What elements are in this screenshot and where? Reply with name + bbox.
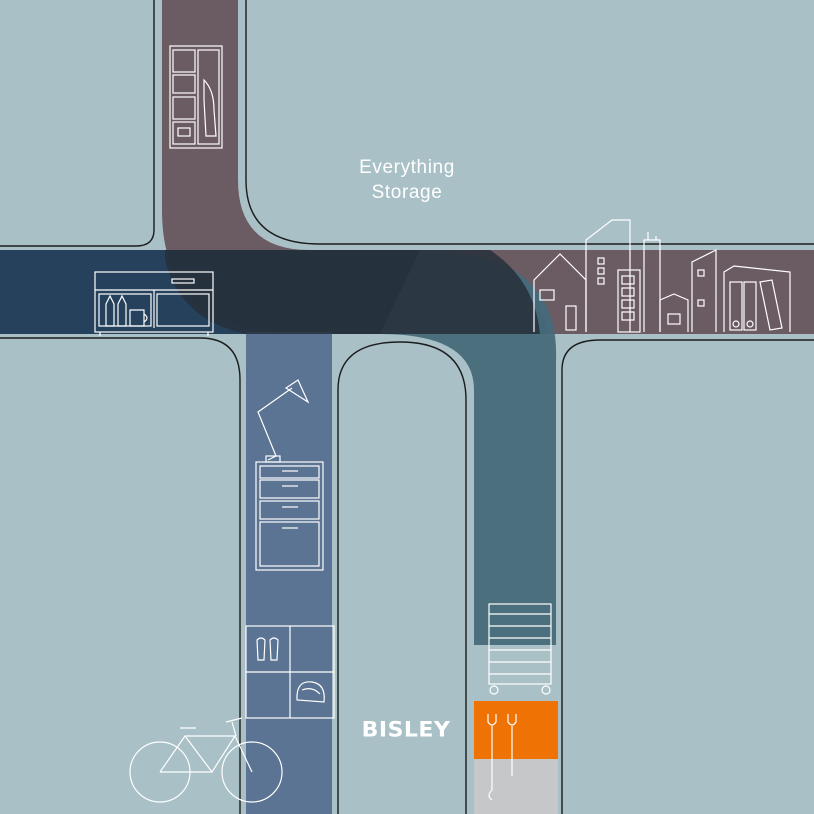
sideboard-icon [94,271,214,336]
bottom-right-road [380,250,557,645]
tool-cabinet-icon [488,603,552,695]
intersection-overlap [165,250,540,334]
tool-panel-base [474,759,558,814]
filing-cabinet-icon [255,461,324,571]
helmet-icon [296,681,325,703]
city-skyline-icon [533,219,791,333]
brand-logo: BISLEY [361,718,451,743]
spanner-icon [487,714,517,801]
tagline: Everything Storage [359,157,455,203]
bottom-left-road [246,332,332,814]
shoe-locker-icon [245,625,335,719]
locker-icon [169,45,223,149]
bicycle-icon [129,717,283,803]
tool-panel [474,701,558,759]
